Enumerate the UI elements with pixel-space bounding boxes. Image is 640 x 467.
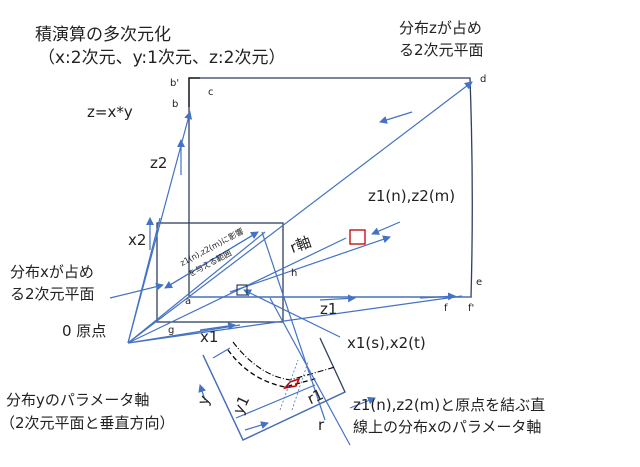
x-plane-label-2: る2次元平面 bbox=[10, 285, 95, 303]
dashed-curve bbox=[227, 349, 319, 388]
formula: z=x*y bbox=[87, 103, 133, 121]
corner-bprime bbox=[188, 77, 200, 107]
label-e: e bbox=[476, 277, 482, 288]
r-axis-label: r軸 bbox=[288, 233, 314, 257]
label-fprime: f' bbox=[468, 303, 474, 314]
label-r1: r1 bbox=[304, 385, 326, 408]
label-b: b bbox=[172, 99, 178, 110]
z1n-z2m-label: z1(n),z2(m) bbox=[368, 187, 455, 205]
red-element bbox=[283, 377, 301, 390]
x-plane-label-1: 分布xが占め bbox=[10, 263, 94, 281]
label-g: g bbox=[168, 325, 174, 336]
z-plane-label-1: 分布zが占め bbox=[399, 19, 482, 37]
label-z1: z1 bbox=[320, 300, 337, 318]
label-y1: y1 bbox=[229, 393, 253, 417]
title-line1: 積演算の多次元化 bbox=[35, 25, 171, 45]
z1n-z2m-point bbox=[349, 229, 366, 245]
label-f: f bbox=[444, 303, 448, 314]
z-plane-label-2: る2次元平面 bbox=[399, 41, 484, 59]
line-axis-label-1: z1(n),z2(m)と原点を結ぶ直 bbox=[353, 396, 545, 414]
label-r: r bbox=[318, 416, 325, 434]
title-line2: （x:2次元、y:1次元、z:2次元） bbox=[38, 48, 285, 68]
label-x1: x1 bbox=[200, 328, 218, 346]
y-axis-label-1: 分布yのパラメータ軸 bbox=[6, 391, 149, 409]
label-z2: z2 bbox=[150, 154, 167, 172]
x-plane bbox=[156, 222, 284, 323]
y-axis-label-2: （2次元平面と垂直方向） bbox=[0, 414, 175, 432]
dashdot-curve bbox=[232, 341, 336, 381]
origin-label: 0 原点 bbox=[62, 322, 106, 340]
label-c: c bbox=[208, 87, 214, 98]
x1s-x2t-label: x1(s),x2(t) bbox=[347, 334, 426, 352]
label-d: d bbox=[480, 74, 486, 85]
line-axis-label-2: 線上の分布xのパラメータ軸 bbox=[353, 418, 541, 436]
label-h: h bbox=[291, 268, 297, 279]
label-a: a bbox=[185, 296, 191, 307]
label-x2: x2 bbox=[128, 231, 146, 249]
label-bprime: b' bbox=[170, 78, 179, 89]
x1s-x2t-point bbox=[236, 284, 248, 296]
